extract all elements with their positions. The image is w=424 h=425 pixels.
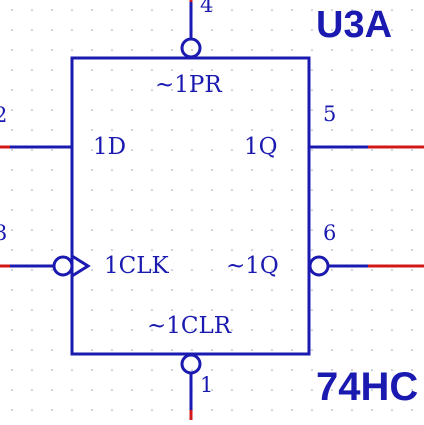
- component-value[interactable]: 74HC: [316, 365, 418, 409]
- pin-number-d: 2: [0, 103, 7, 127]
- pin-top-inversion-bubble: [180, 37, 202, 59]
- pin-number-q: 5: [323, 102, 336, 126]
- pin-label-d: 1D: [93, 134, 126, 160]
- pin-label-q: 1Q: [244, 134, 278, 160]
- pin-number-clk: 3: [0, 221, 7, 245]
- pin-label-top: ~1PR: [155, 72, 222, 98]
- pin-label-clk: 1CLK: [104, 253, 170, 279]
- pin-label-qn: ~1Q: [226, 253, 279, 279]
- pin-bottom-inversion-bubble: [180, 353, 202, 375]
- component-reference[interactable]: U3A: [316, 4, 392, 46]
- pin-clk-inversion-bubble: [52, 255, 74, 277]
- pin-number-qn: 6: [323, 221, 336, 245]
- pin-label-bottom: ~1CLR: [147, 313, 232, 339]
- pin-number-top: 4: [200, 0, 213, 17]
- pin-qn-inversion-bubble: [308, 255, 330, 277]
- pin-number-bottom: 1: [200, 373, 213, 397]
- clock-edge-triangle: [71, 254, 91, 278]
- component-body[interactable]: [70, 56, 311, 356]
- grid-dots: [11, 9, 413, 411]
